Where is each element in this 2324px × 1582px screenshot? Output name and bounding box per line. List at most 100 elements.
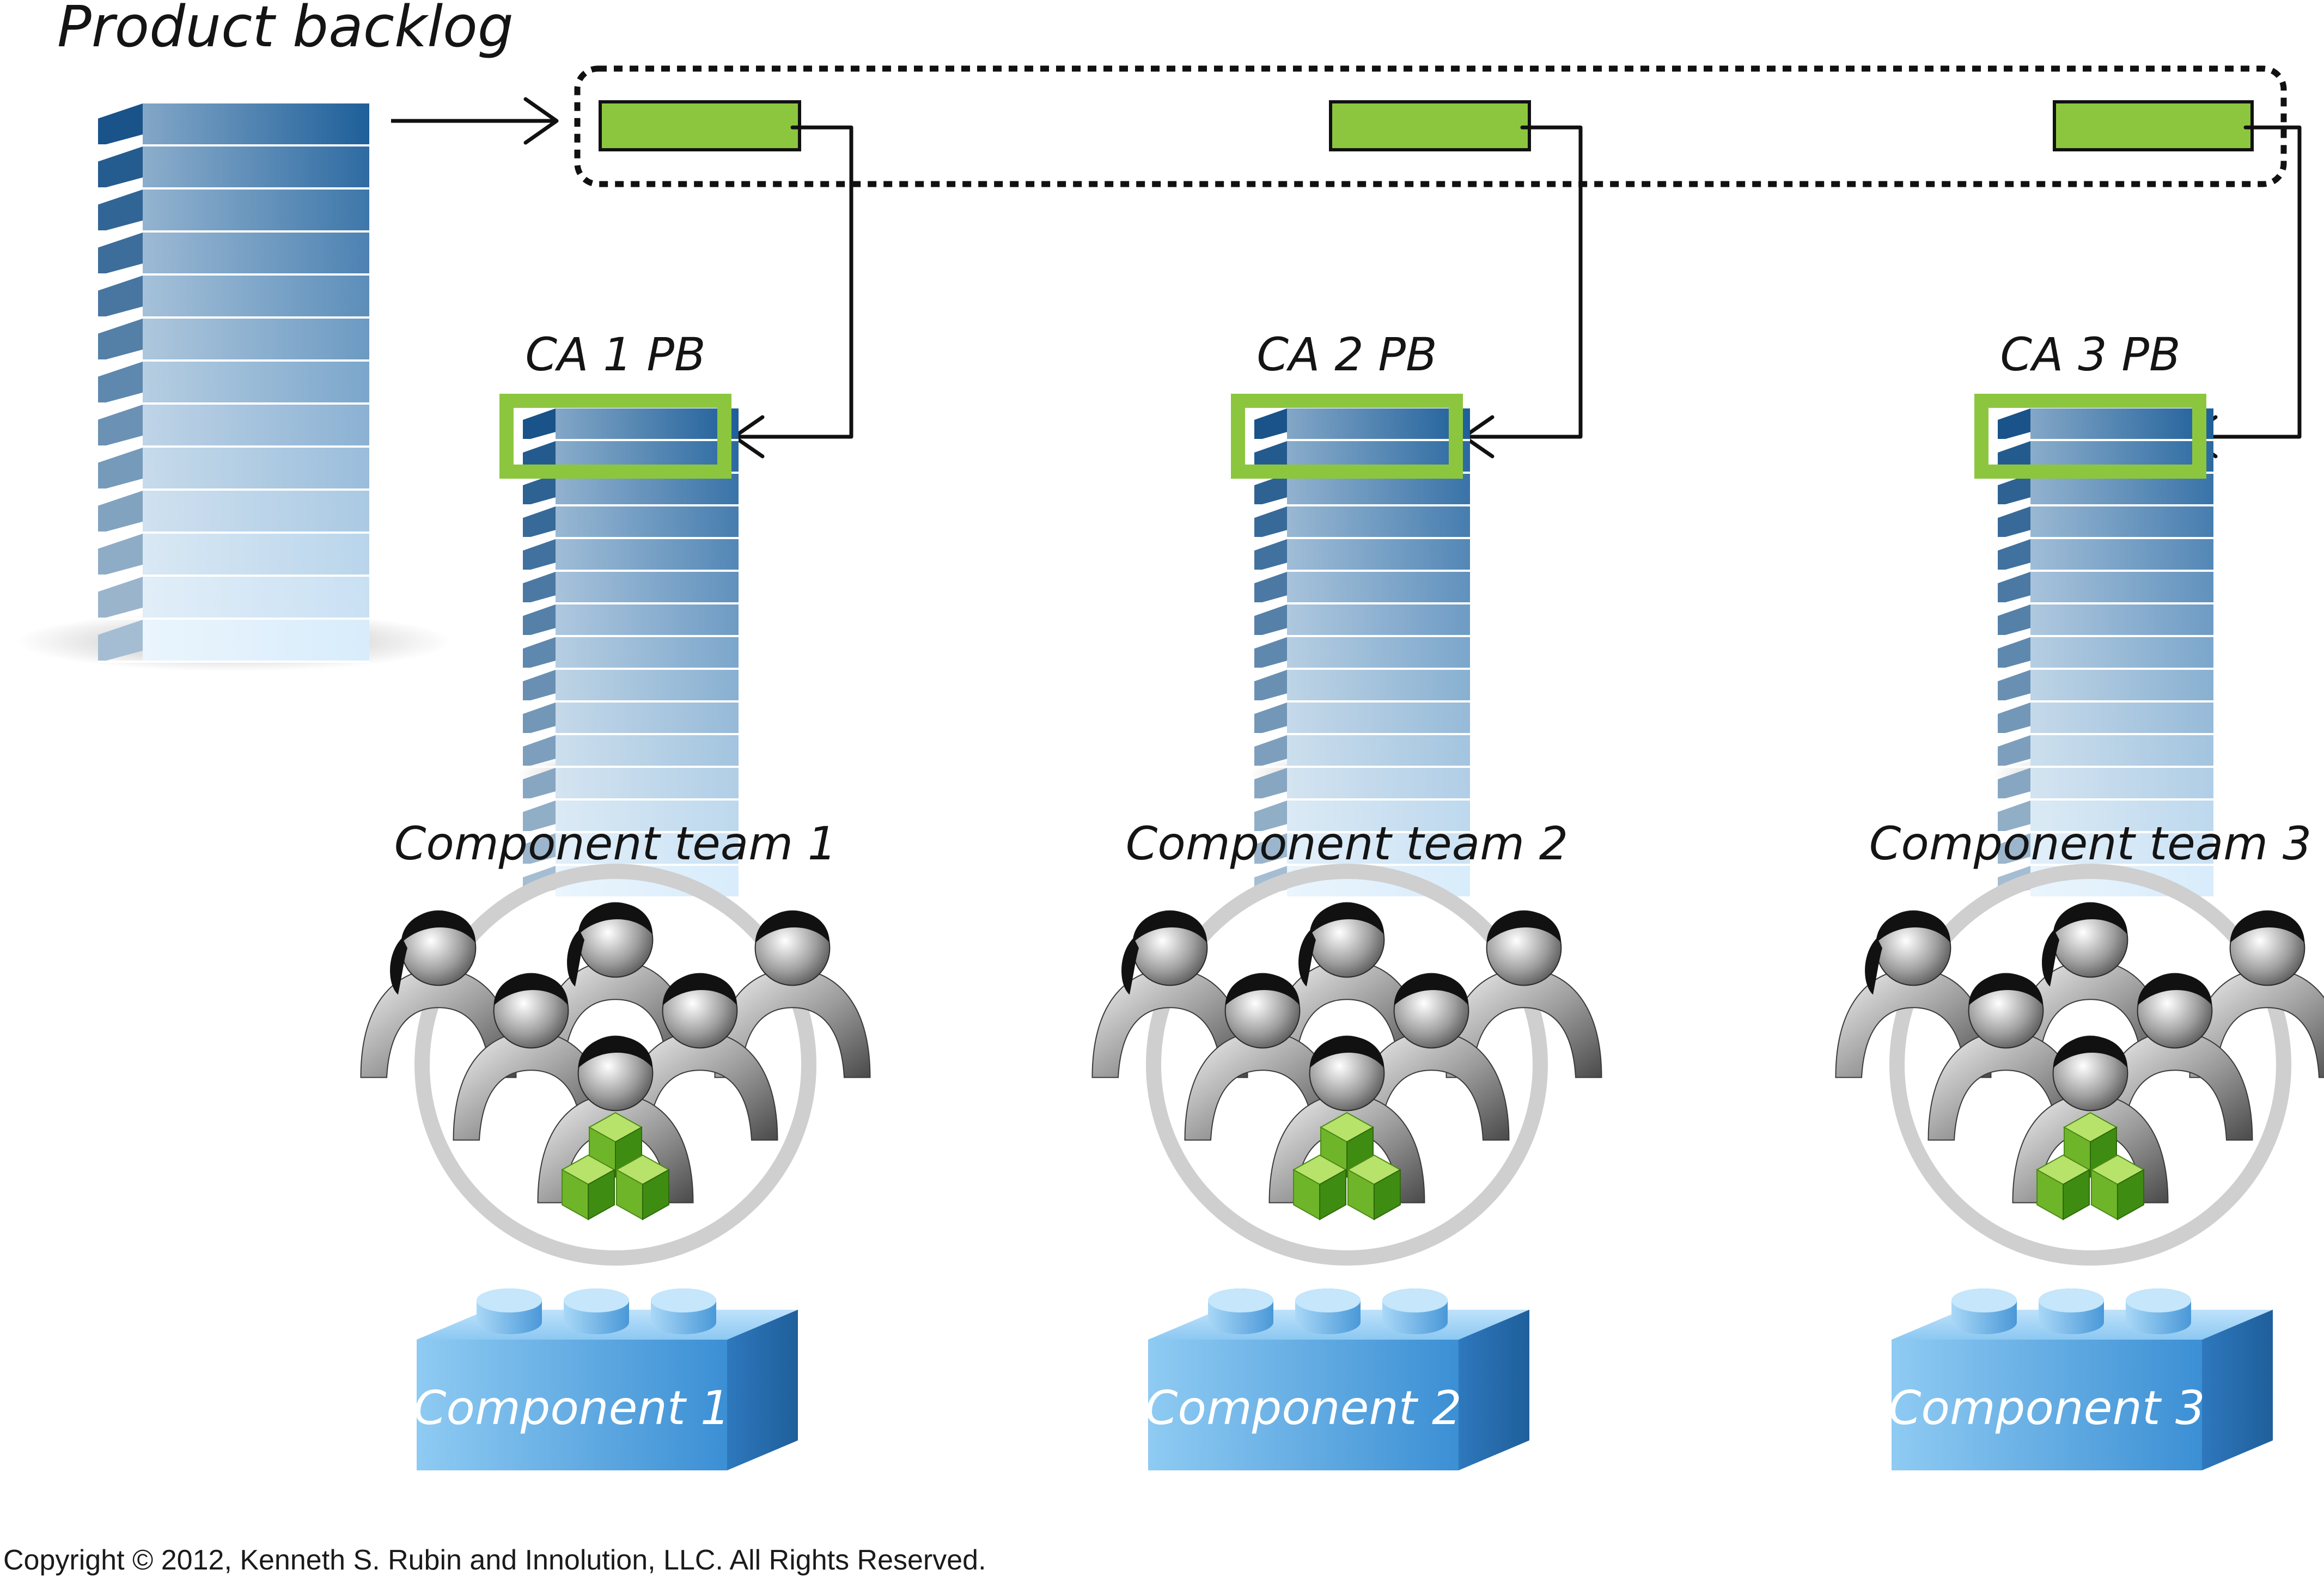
person-icon [1184, 973, 1341, 1141]
product-backlog-slab [98, 534, 369, 577]
person-icon [621, 973, 778, 1141]
area-backlog-slab [1254, 703, 1470, 735]
product-backlog-slab [98, 620, 369, 663]
area-backlog-slab [1254, 539, 1470, 572]
person-icon [453, 973, 609, 1141]
component-label: Component 2 [1145, 1381, 1461, 1436]
area-backlog-slab [523, 408, 739, 441]
team-label: Component team 1 [394, 817, 837, 870]
product-backlog-slab [98, 405, 369, 448]
team-ring [1146, 864, 1548, 1266]
component-area-2: CA 2 PB Component team 2 Component 2 [1091, 328, 1602, 1470]
product-backlog-slab [98, 448, 369, 491]
connector-3 [2186, 125, 2302, 439]
area-backlog-slab [1998, 703, 2213, 735]
person-icon [1835, 910, 1992, 1078]
area-backlog-slab [1998, 801, 2213, 833]
area-backlog-slab [1254, 637, 1470, 670]
person-icon [1268, 1035, 1425, 1204]
area-backlog-slab [1254, 670, 1470, 703]
area-backlog-slab [523, 572, 739, 604]
area-backlog-slab [1998, 506, 2213, 539]
area-backlog-slab [1998, 637, 2213, 670]
person-icon [1445, 910, 1602, 1078]
product-backlog-slab [98, 577, 369, 620]
area-backlog-slab [523, 735, 739, 768]
component-label: Component 3 [1888, 1381, 2205, 1436]
backlog-item-2 [1329, 100, 1531, 151]
area-backlog-slab [1254, 408, 1470, 441]
component-brick-icon: Component 1 [413, 1288, 798, 1470]
team-label: Component team 3 [1869, 817, 2311, 870]
area-backlog-label: CA 1 PB [525, 328, 705, 381]
person-icon [714, 910, 871, 1078]
area-backlog-slab [1998, 735, 2213, 768]
area-backlog-slab [523, 670, 739, 703]
product-backlog-slab [98, 491, 369, 534]
area-backlog-slab [523, 474, 739, 506]
team-people-icon [1091, 902, 1602, 1204]
area-backlog-label: CA 2 PB [1256, 328, 1437, 381]
component-label: Component 1 [413, 1381, 730, 1436]
product-backlog-slab [98, 319, 369, 362]
area-backlog-slab [1998, 670, 2213, 703]
product-backlog-slab [98, 103, 369, 146]
product-backlog-slab [98, 276, 369, 319]
person-icon [360, 910, 517, 1078]
component-area-3: CA 3 PB Component team 3 Component 3 [1835, 328, 2324, 1470]
person-icon [2096, 973, 2253, 1141]
copyright-notice: Copyright © 2012, Kenneth S. Rubin and I… [3, 1544, 986, 1576]
backlog-item-3 [2053, 100, 2254, 151]
component-areas: CA 1 PB Component team 1 Component 1 CA 2 P… [360, 328, 2324, 1470]
area-backlog-slab [523, 703, 739, 735]
area-backlog-slab [523, 539, 739, 572]
person-icon [1268, 902, 1425, 1070]
area-backlog-label: CA 3 PB [2000, 328, 2180, 381]
person-icon [537, 902, 694, 1070]
area-backlog-slab [523, 801, 739, 833]
component-brick-icon: Component 3 [1888, 1288, 2273, 1470]
area-backlog-slab [523, 506, 739, 539]
product-backlog-slab [98, 190, 369, 233]
green-blocks-icon [561, 1111, 670, 1220]
backlog-stack-icon [1254, 408, 1470, 899]
team-ring [1889, 864, 2291, 1266]
backlog-to-items-arrow [391, 97, 559, 145]
area-backlog-slab [1998, 408, 2213, 441]
area-backlog-slab [1998, 474, 2213, 506]
area-backlog-slab [523, 833, 739, 866]
area-backlog-slab [1254, 572, 1470, 604]
area-backlog-slab [1254, 604, 1470, 637]
connector-1 [733, 125, 853, 439]
green-blocks-icon [1292, 1111, 1401, 1220]
selected-items-box [574, 65, 2287, 187]
person-icon [1353, 973, 1510, 1141]
product-backlog-slab [98, 146, 369, 190]
component-area-1: CA 1 PB Component team 1 Component 1 [360, 328, 871, 1470]
area-backlog-slab [523, 637, 739, 670]
person-icon [2012, 902, 2169, 1070]
area-backlog-slab [1254, 768, 1470, 801]
area-backlog-slab [1998, 604, 2213, 637]
team-label: Component team 2 [1126, 817, 1568, 870]
connector-2 [1463, 125, 1583, 439]
selected-items [599, 100, 2254, 151]
area-backlog-slab [523, 768, 739, 801]
diagram-title: Product backlog [57, 0, 514, 60]
backlog-stack-icon [98, 103, 369, 663]
product-backlog-slab [98, 233, 369, 276]
backlog-item-1 [599, 100, 801, 151]
product-backlog [16, 103, 452, 671]
person-icon [1091, 910, 1248, 1078]
area-backlog-slab [1254, 801, 1470, 833]
area-backlog-slab [1254, 735, 1470, 768]
team-ring [414, 864, 816, 1266]
area-backlog-slab [1254, 474, 1470, 506]
team-people-icon [360, 902, 871, 1204]
area-backlog-slab [1998, 572, 2213, 604]
area-backlog-slab [1998, 768, 2213, 801]
person-icon [2189, 910, 2324, 1078]
area-backlog-slab [1998, 539, 2213, 572]
